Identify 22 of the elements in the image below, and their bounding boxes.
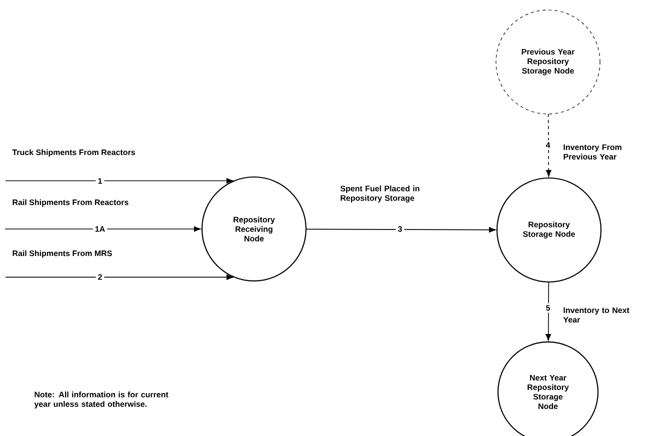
flow-label: Note: All information is for current year unless stated otherwise. bbox=[34, 392, 168, 408]
edge-label: 2 bbox=[96, 272, 104, 282]
edge-label: 1 bbox=[96, 176, 104, 186]
edge-label: 3 bbox=[396, 224, 404, 234]
flow-label: Rail Shipments From Reactors bbox=[12, 199, 128, 207]
flow-label: Inventory to Next Year bbox=[563, 307, 630, 323]
flow-label: Rail Shipments From MRS bbox=[12, 250, 112, 258]
circle-node: Repository Storage Node bbox=[496, 177, 602, 283]
flow-label: Truck Shipments From Reactors bbox=[12, 149, 136, 157]
edge-label: 5 bbox=[544, 303, 552, 313]
arrow bbox=[306, 227, 496, 232]
circle-node: Previous Year Repository Storage Node bbox=[496, 10, 600, 114]
arrow bbox=[546, 282, 552, 341]
arrow bbox=[546, 114, 552, 177]
arrow bbox=[4, 226, 201, 232]
circle-node: Repository Receiving Node bbox=[201, 176, 307, 282]
arrow bbox=[5, 274, 234, 280]
flow-label: Inventory From Previous Year bbox=[564, 144, 622, 160]
flow-label: Spent Fuel Placed in Repository Storage bbox=[340, 186, 420, 202]
edge-label: 1A bbox=[92, 224, 108, 234]
arrow bbox=[5, 178, 234, 184]
edge-label: 4 bbox=[544, 140, 552, 150]
